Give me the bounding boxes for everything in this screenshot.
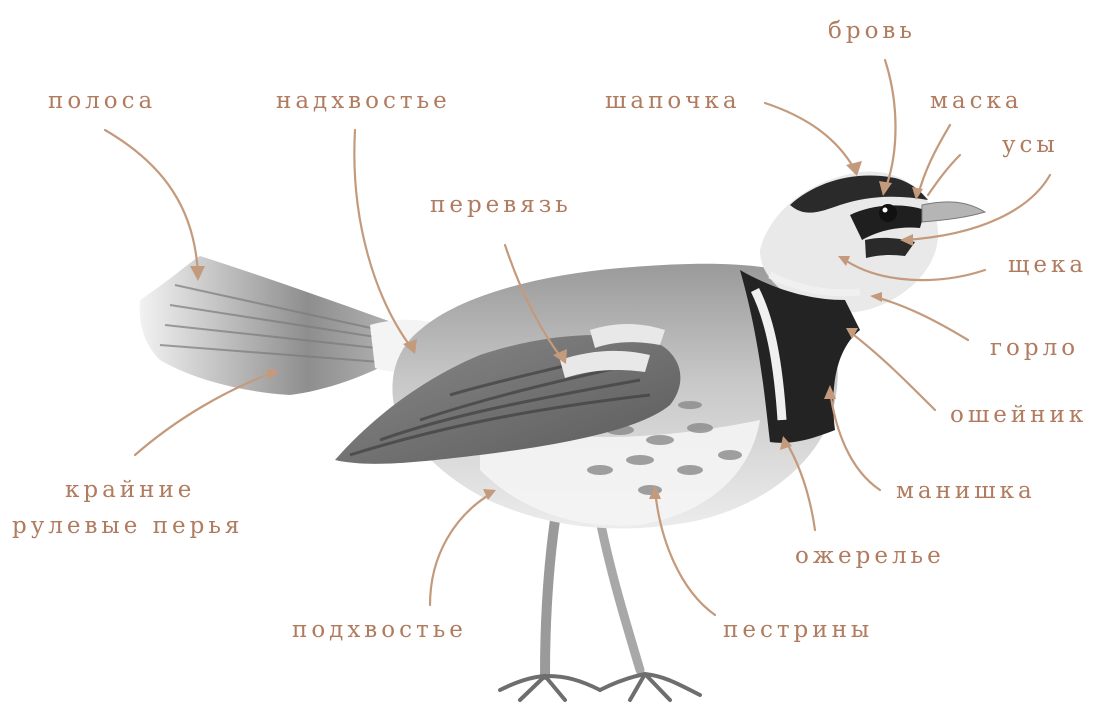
arrow-brow <box>885 60 896 190</box>
label-outer-tail-line2: рулевые перья <box>12 513 243 539</box>
label-bib: манишка <box>896 478 1036 504</box>
bird-foot-back <box>500 676 600 700</box>
arrow-cap <box>765 103 855 170</box>
arrow-stripe <box>105 130 198 275</box>
label-cap: шапочка <box>605 88 741 114</box>
label-brow: бровь <box>828 18 916 44</box>
label-undertail: подхвостье <box>292 617 467 643</box>
label-whiskers: усы <box>1002 132 1059 158</box>
label-outer-tail-line1: крайние <box>65 477 195 503</box>
bird-leg-back <box>545 520 555 675</box>
bird-foot-front <box>600 674 700 700</box>
bird-leg-front <box>600 520 640 670</box>
label-mask: маска <box>930 88 1023 114</box>
arrow-throat <box>875 297 968 340</box>
label-cheek: щека <box>1008 252 1087 278</box>
arrow-collar <box>850 332 935 410</box>
label-throat: горло <box>990 335 1079 361</box>
label-necklace: ожерелье <box>795 543 945 569</box>
label-uppertail: надхвостье <box>276 88 451 114</box>
label-wingbar: перевязь <box>430 192 572 218</box>
bird-beak <box>922 202 985 222</box>
label-collar: ошейник <box>950 402 1087 428</box>
arrow-undertail <box>430 493 492 605</box>
bird-eye <box>879 204 897 222</box>
arrow-bib <box>830 390 880 490</box>
label-stripe: полоса <box>48 88 156 114</box>
label-streaks: пестрины <box>723 617 873 643</box>
arrow-mask <box>918 125 950 195</box>
